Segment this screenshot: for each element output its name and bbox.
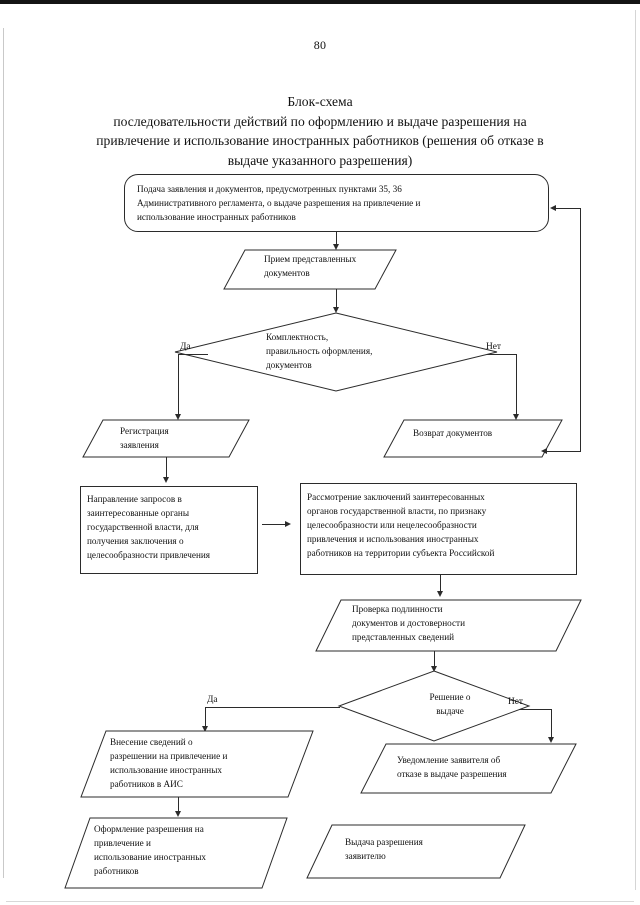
connector-return-feedback-h-bottom (545, 451, 581, 452)
title-line-3: привлечение и использование иностранных … (96, 133, 544, 148)
node-send-requests-label: Направление запросов в заинтересованные … (87, 494, 211, 560)
edge-label-completeness-no: Нет (486, 342, 502, 352)
node-authenticity-text-wrap: Проверка подлинности документов и достов… (352, 602, 532, 650)
edge-label-decision-yes: Да (207, 695, 218, 705)
connector-completeness-yes-v (178, 354, 179, 416)
node-reception-label: Прием представленных документов (264, 254, 357, 278)
node-submission-label: Подача заявления и документов, предусмот… (137, 184, 421, 222)
arrow-registration-to-send-requests (162, 477, 169, 483)
connector-decision-yes-h (205, 707, 340, 708)
node-issue-decision-label: Решение о выдаче (429, 692, 471, 716)
node-registration-text-wrap: Регистрация заявления (120, 424, 240, 460)
connector-review-to-authenticity (440, 575, 441, 593)
edge-label-decision-no: Нет (508, 697, 524, 707)
node-send-requests: Направление запросов в заинтересованные … (80, 486, 258, 574)
node-return-documents-label: Возврат документов (413, 428, 493, 438)
connector-completeness-no-v (516, 354, 517, 416)
connector-registration-to-send-requests (166, 457, 167, 479)
scan-artifact-top-band (0, 0, 640, 4)
connector-authenticity-to-decision (434, 651, 435, 668)
node-review-conclusions-label: Рассмотрение заключений заинтересованных… (307, 492, 495, 558)
connector-submission-to-reception (336, 232, 337, 246)
arrow-completeness-yes (174, 414, 181, 420)
connector-completeness-no-h (487, 354, 517, 355)
scan-artifact-right-edge (635, 10, 636, 890)
connector-decision-yes-v (205, 707, 206, 728)
connector-reception-to-completeness (336, 289, 337, 309)
arrow-submission-to-reception (332, 244, 339, 250)
arrow-decision-yes (201, 726, 208, 732)
arrow-ais-to-permit-prep (174, 811, 181, 817)
arrow-return-feedback-into-shape (541, 447, 547, 454)
node-return-documents-text-wrap: Возврат документов (413, 426, 558, 444)
node-refusal-notice-label: Уведомление заявителя об отказе в выдаче… (397, 755, 507, 779)
node-authenticity-check-label: Проверка подлинности документов и достов… (352, 604, 465, 642)
connector-ais-to-permit-prep (178, 797, 179, 813)
arrow-review-to-authenticity (436, 591, 443, 597)
node-enter-into-ais-label: Внесение сведений о разрешении на привле… (110, 737, 228, 789)
connector-send-requests-to-review (262, 524, 286, 525)
node-permit-handover-label: Выдача разрешения заявителю (345, 837, 423, 861)
scan-artifact-left-edge (3, 28, 4, 878)
connector-return-feedback-v (580, 208, 581, 452)
arrow-completeness-no (512, 414, 519, 420)
node-reception-text-wrap: Прием представленных документов (264, 252, 404, 290)
node-refusal-notice-text-wrap: Уведомление заявителя об отказе в выдаче… (397, 753, 567, 787)
connector-return-feedback-h-top (556, 208, 581, 209)
arrow-feedback-into-submission (550, 204, 556, 211)
title-line-4: выдаче указанного разрешения) (227, 152, 413, 168)
arrow-decision-no (547, 737, 554, 743)
arrow-send-requests-to-review (285, 520, 291, 527)
node-completeness-check-label: Комплектность, правильность оформления, … (266, 332, 373, 370)
node-enter-into-ais-text-wrap: Внесение сведений о разрешении на привле… (110, 735, 285, 797)
page-title: Блок-схема последовательности действий п… (55, 92, 585, 170)
node-registration-label: Регистрация заявления (120, 426, 169, 450)
node-permit-issuance-prep-label: Оформление разрешения на привлечение и и… (94, 824, 206, 876)
title-line-2: последовательности действий по оформлени… (113, 113, 527, 129)
node-completeness-text-wrap: Комплектность, правильность оформления, … (266, 330, 436, 375)
page-number: 80 (313, 38, 327, 52)
arrow-authenticity-to-decision (430, 666, 437, 672)
node-submission: Подача заявления и документов, предусмот… (124, 174, 549, 232)
node-permit-prep-text-wrap: Оформление разрешения на привлечение и и… (94, 822, 264, 886)
node-issue-decision-text-wrap: Решение о выдаче (400, 690, 500, 720)
edge-label-completeness-yes: Да (180, 342, 191, 352)
scan-artifact-bottom-edge (6, 901, 634, 902)
connector-completeness-yes-h (178, 354, 208, 355)
connector-decision-no-v (551, 709, 552, 739)
arrow-reception-to-completeness (332, 307, 339, 313)
node-review-conclusions: Рассмотрение заключений заинтересованных… (300, 483, 577, 575)
connector-decision-no-h (519, 709, 552, 710)
title-line-1: Блок-схема (287, 94, 353, 109)
node-permit-handover-text-wrap: Выдача разрешения заявителю (345, 835, 505, 869)
